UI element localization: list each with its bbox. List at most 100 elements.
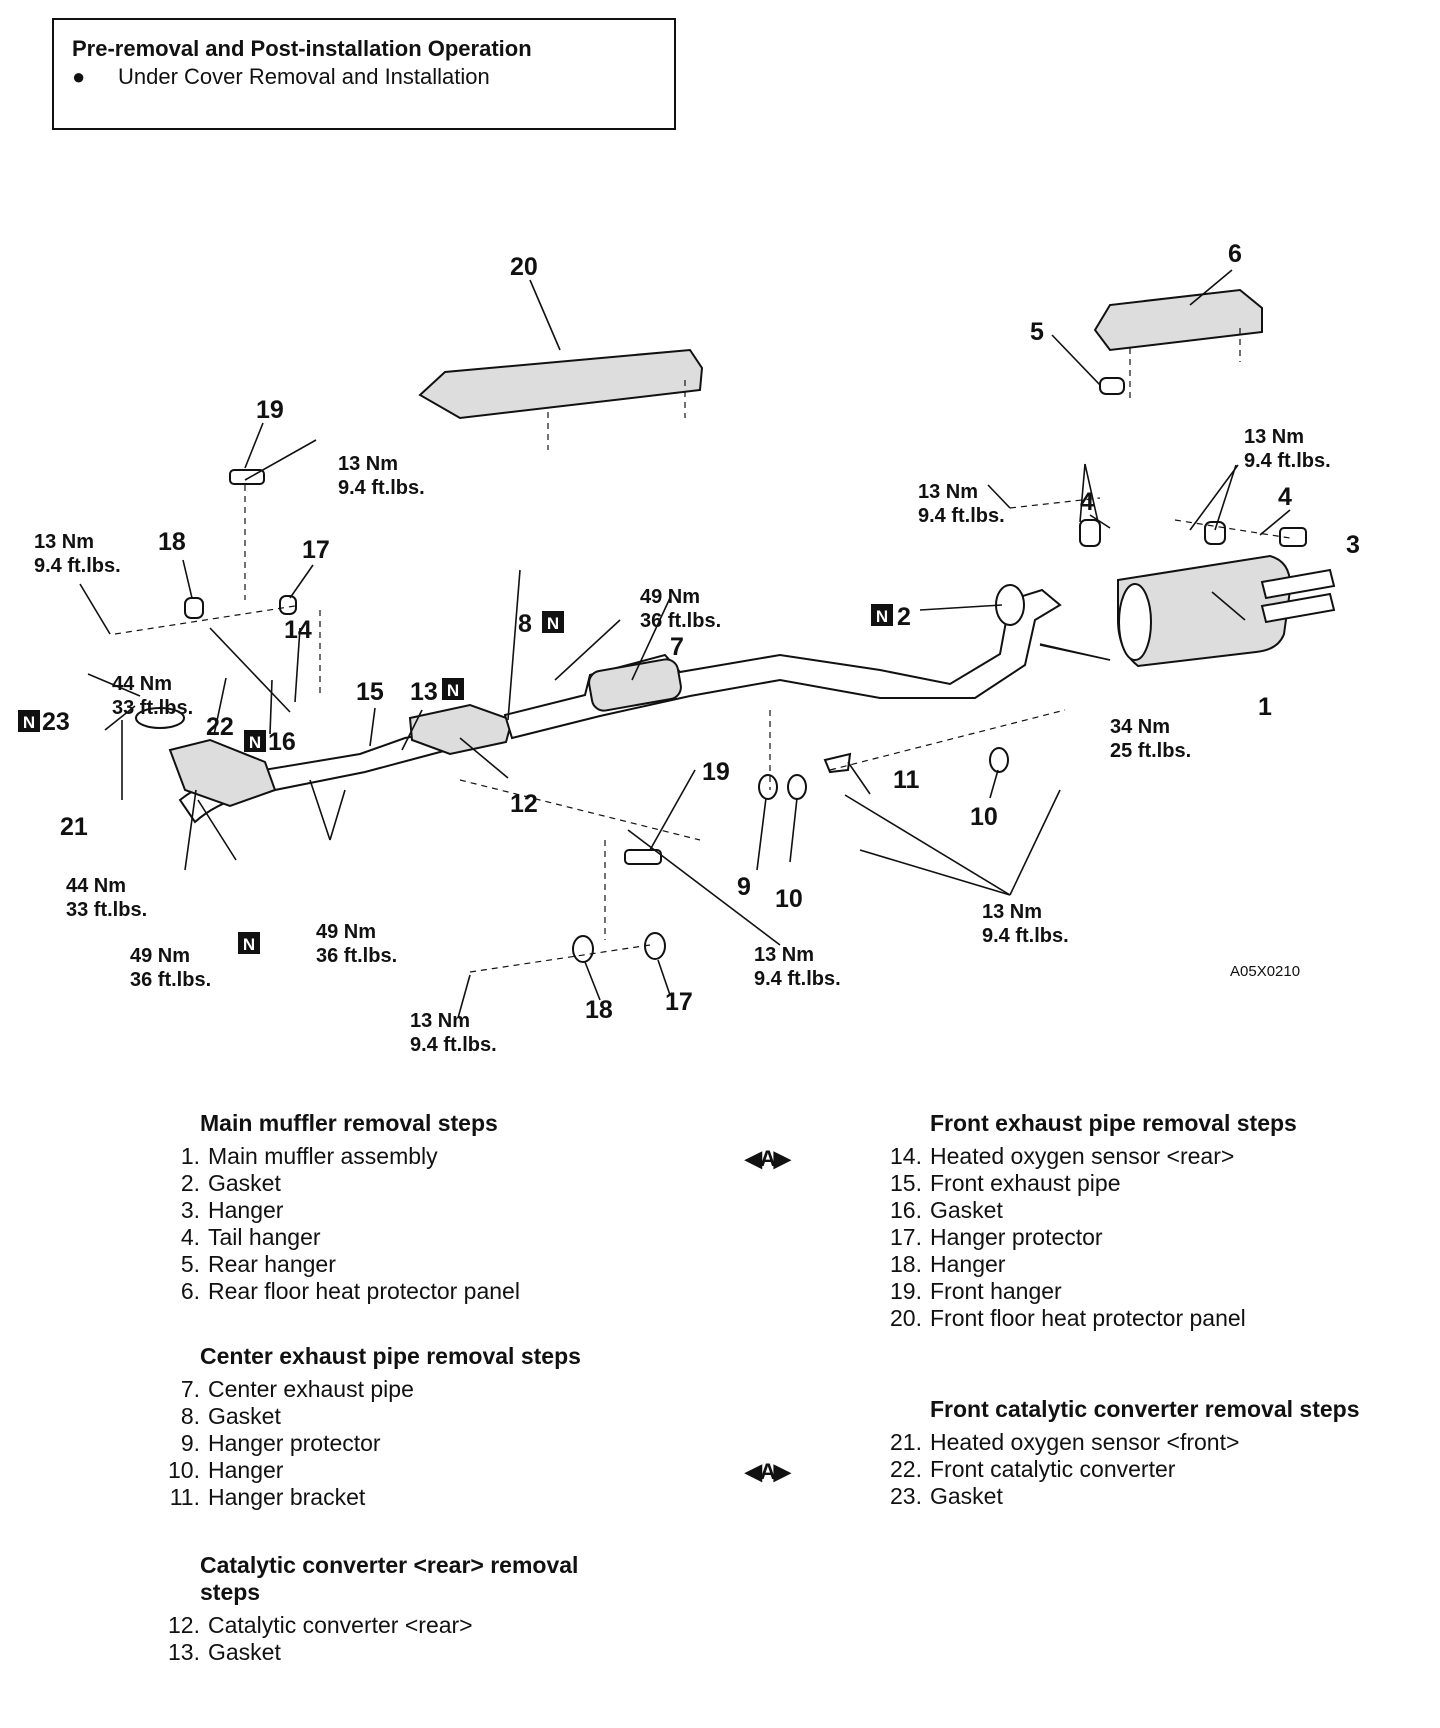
hanger-17-lower (644, 932, 666, 960)
callout-14: 14 (284, 616, 312, 644)
list-item: 3.Hanger (180, 1197, 284, 1223)
list-item: 11.Hanger bracket (169, 1484, 366, 1510)
list-item: 16.Gasket (890, 1197, 1003, 1223)
callout-11: 11 (893, 766, 920, 794)
front-pipe-heading: Front exhaust pipe removal steps (930, 1110, 1297, 1136)
svg-text:N: N (447, 681, 459, 700)
callout-15: 15 (356, 678, 384, 706)
catalytic-converter-rear (408, 703, 514, 756)
callout-17-top: 17 (302, 536, 330, 564)
pre-removal-title: Pre-removal and Post-installation Operat… (72, 36, 532, 61)
callout-13: 13 (410, 678, 438, 706)
list-item: 2.Gasket (180, 1170, 281, 1196)
list-item: 20.Front floor heat protector panel (890, 1305, 1246, 1331)
torque-o2-rear-nm: 44 Nm (112, 673, 172, 695)
pre-removal-item-text: Under Cover Removal and Installation (118, 64, 490, 89)
list-item: 12.Catalytic converter <rear> (168, 1612, 473, 1638)
list-item: 7.Center exhaust pipe (180, 1376, 414, 1402)
torque-front-flange-nm: 49 Nm (316, 921, 376, 943)
main-muffler-list: 1.Main muffler assembly 2.Gasket 3.Hange… (162, 1143, 722, 1305)
center-resonator (588, 658, 682, 712)
callout-21: 21 (60, 813, 88, 841)
torque-bottom-right-nm: 13 Nm (982, 901, 1042, 923)
rear-hanger (1099, 377, 1125, 395)
callout-22: 22 (206, 713, 234, 741)
new-part-badge-8: N (542, 611, 564, 633)
new-part-badge-16: N (244, 730, 266, 752)
new-part-badge-2: N (871, 604, 893, 626)
torque-left-nm: 13 Nm (34, 531, 94, 553)
torque-rear-top-nm: 13 Nm (1244, 426, 1304, 448)
front-pipe-list: 14.Heated oxygen sensor <rear> 15.Front … (884, 1143, 1404, 1332)
callout-23: 23 (42, 708, 70, 736)
callout-10-mid: 10 (775, 885, 803, 913)
torque-center-nm: 49 Nm (640, 586, 700, 608)
callout-10-right: 10 (970, 803, 998, 831)
exhaust-system-diagram: 20 6 5 19 18 17 14 15 13 8 7 2 4 4 3 1 2… (18, 240, 1360, 1056)
callout-20: 20 (510, 253, 538, 281)
list-item: 21.Heated oxygen sensor <front> (890, 1429, 1240, 1455)
svg-text:N: N (243, 935, 255, 954)
hanger-protector-9 (758, 774, 778, 800)
list-item: 19.Front hanger (890, 1278, 1062, 1304)
main-muffler-steps: Main muffler removal steps 1.Main muffle… (162, 1110, 722, 1305)
torque-rear-mid-ft: 9.4 ft.lbs. (918, 505, 1005, 527)
callout-4-left: 4 (1080, 488, 1094, 516)
hanger-18-lower (572, 935, 594, 963)
list-item: 22.Front catalytic converter (890, 1456, 1176, 1482)
callout-19-top: 19 (256, 396, 284, 424)
rear-floor-heat-protector-panel (1093, 288, 1263, 352)
callout-12: 12 (510, 790, 538, 818)
torque-bottom-left-ft: 9.4 ft.lbs. (410, 1034, 497, 1056)
callout-16: 16 (268, 728, 296, 756)
svg-text:N: N (547, 614, 559, 633)
torque-top-front-ft: 9.4 ft.lbs. (338, 477, 425, 499)
front-gasket (135, 707, 185, 729)
list-item: 9.Hanger protector (180, 1430, 381, 1456)
list-item: 4.Tail hanger (180, 1224, 321, 1250)
front-cat-list: 21.Heated oxygen sensor <front> 22.Front… (884, 1429, 1404, 1510)
callout-7: 7 (670, 633, 684, 661)
torque-top-front-nm: 13 Nm (338, 453, 398, 475)
callout-2: 2 (897, 603, 911, 631)
hanger-bracket (823, 752, 852, 774)
new-part-badge-bottom: N (238, 932, 260, 954)
list-item: 10.Hanger (168, 1457, 284, 1483)
callout-1: 1 (1258, 693, 1272, 721)
center-pipe-list: 7.Center exhaust pipe 8.Gasket 9.Hanger … (162, 1376, 722, 1511)
torque-front-cat-ft: 36 ft.lbs. (130, 969, 211, 991)
cat-rear-steps: Catalytic converter <rear> removal steps… (162, 1552, 682, 1666)
callout-9: 9 (737, 873, 751, 901)
torque-left-ft: 9.4 ft.lbs. (34, 555, 121, 577)
callout-5: 5 (1030, 318, 1044, 346)
torque-bottom-mid-nm: 13 Nm (754, 944, 814, 966)
pre-removal-item: ● Under Cover Removal and Installation (72, 64, 674, 90)
torque-front-flange-ft: 36 ft.lbs. (316, 945, 397, 967)
torque-o2-front-ft: 33 ft.lbs. (66, 899, 147, 921)
center-pipe-steps: Center exhaust pipe removal steps 7.Cent… (162, 1343, 722, 1511)
svg-text:N: N (876, 607, 888, 626)
front-catalytic-converter (168, 738, 277, 808)
main-muffler-heading: Main muffler removal steps (200, 1110, 498, 1136)
callout-4-right: 4 (1278, 483, 1292, 511)
torque-o2-rear-ft: 33 ft.lbs. (112, 697, 193, 719)
callout-8: 8 (518, 610, 532, 638)
tail-hanger-a (1079, 519, 1101, 547)
list-item: 15.Front exhaust pipe (890, 1170, 1121, 1196)
bullet-icon: ● (72, 64, 86, 89)
svg-text:N: N (249, 733, 261, 752)
svg-text:N: N (23, 713, 35, 732)
center-exhaust-pipe (503, 588, 1062, 740)
list-item: 18.Hanger (890, 1251, 1006, 1277)
torque-muffler-nm: 34 Nm (1110, 716, 1170, 738)
hanger-3 (1279, 527, 1307, 547)
list-item: 14.Heated oxygen sensor <rear> (890, 1143, 1235, 1169)
torque-bottom-mid-ft: 9.4 ft.lbs. (754, 968, 841, 990)
center-pipe-heading: Center exhaust pipe removal steps (200, 1343, 581, 1369)
pre-removal-box: Pre-removal and Post-installation Operat… (52, 18, 676, 130)
callout-17-bottom: 17 (665, 988, 693, 1016)
torque-rear-mid-nm: 13 Nm (918, 481, 978, 503)
torque-center-ft: 36 ft.lbs. (640, 610, 721, 632)
callout-18-bottom: 18 (585, 996, 613, 1024)
hanger-10-right (989, 747, 1009, 773)
